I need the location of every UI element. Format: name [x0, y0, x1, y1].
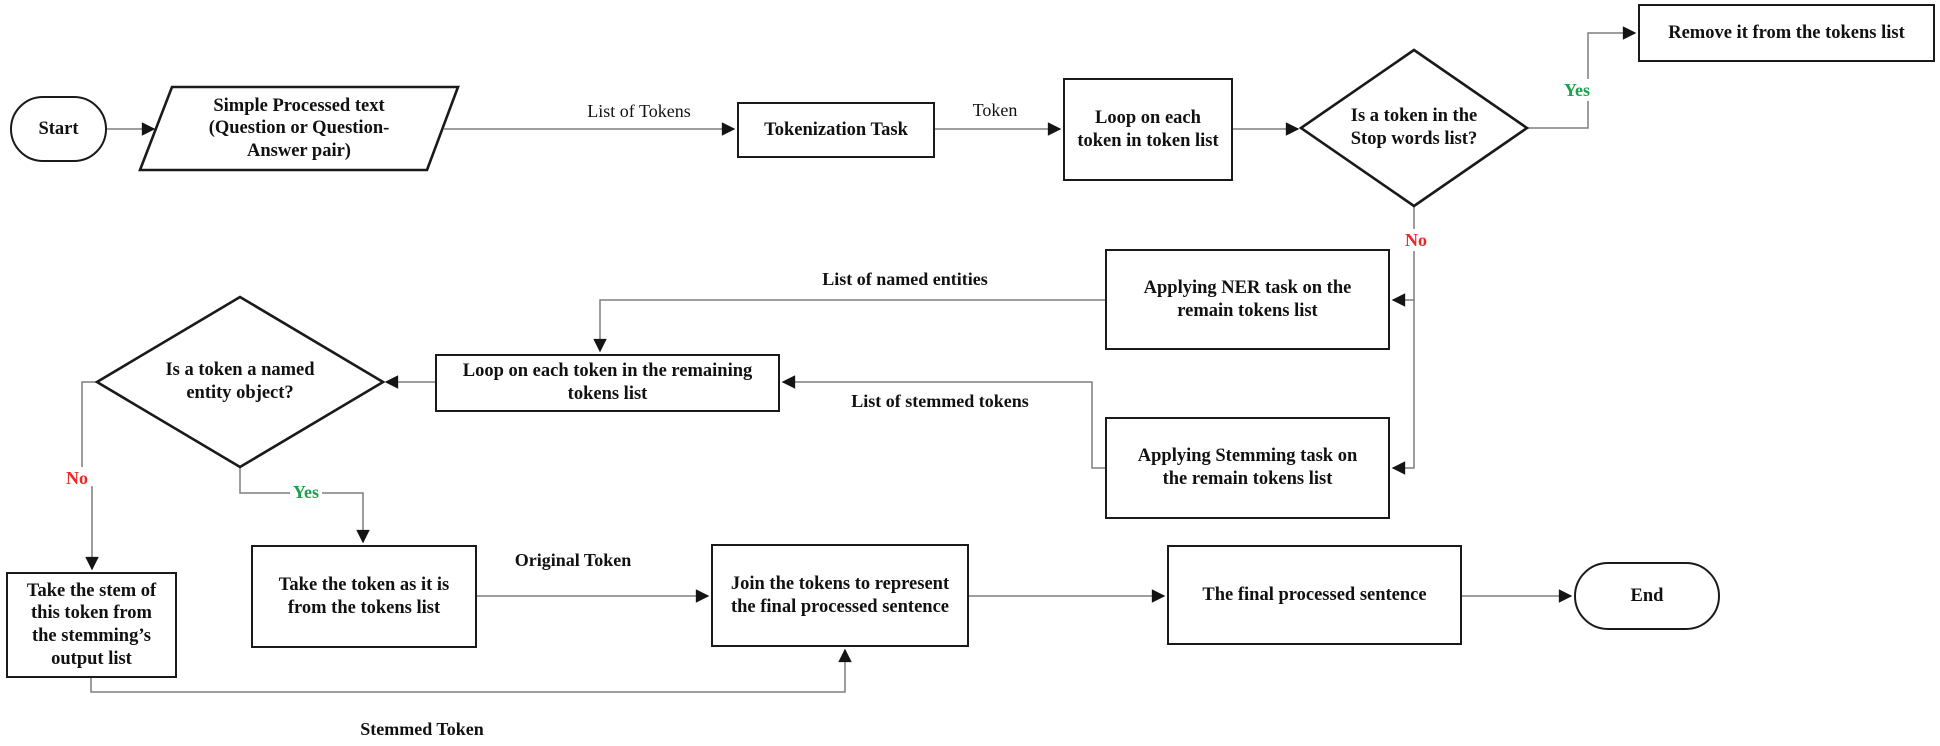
node-remove-token-label: Remove it from the tokens list	[1668, 22, 1905, 43]
node-ner-decision-text: Is a token a named entity object?	[120, 342, 360, 422]
node-ner-task-label: Applying NER task on the remain tokens l…	[1143, 277, 1352, 321]
node-take-stem-label: Take the stem of this token from the ste…	[26, 580, 157, 669]
edge-stemming-to-loop-remaining	[781, 375, 1105, 469]
node-tokenization-task-label: Tokenization Task	[764, 119, 908, 140]
node-take-token: Take the token as it is from the tokens …	[251, 545, 477, 648]
node-ner-decision-label: Is a token a named entity object?	[165, 360, 315, 403]
node-loop-tokens: Loop on each token in token list	[1063, 78, 1233, 181]
edge-label-no-top: No	[1402, 229, 1430, 251]
node-input-label: Simple Processed text (Question or Quest…	[208, 95, 390, 161]
edge-stemmed-token-to-join	[90, 648, 852, 693]
input-parallelogram-shape	[138, 85, 460, 172]
node-end: End	[1574, 562, 1720, 630]
node-join-tokens: Join the tokens to represent the final p…	[711, 544, 969, 647]
edge-label-token: Token	[972, 100, 1018, 120]
node-join-tokens-label: Join the tokens to represent the final p…	[730, 573, 950, 617]
node-final-sentence-label: The final processed sentence	[1202, 584, 1427, 605]
edge-ner-to-loop-remaining	[593, 299, 1105, 353]
node-loop-remaining-label: Loop on each token in the remaining toke…	[462, 361, 753, 404]
edge-label-list-of-named-entities: List of named entities	[822, 269, 988, 289]
edge-no-to-stemming	[1391, 300, 1415, 475]
stopwords-decision-diamond-shape	[1298, 48, 1530, 208]
edge-label-list-of-stemmed-tokens: List of stemmed tokens	[851, 391, 1029, 411]
edge-label-yes-mid: Yes	[290, 481, 322, 503]
edge-yes-to-take-token	[239, 467, 370, 544]
node-take-stem: Take the stem of this token from the ste…	[6, 572, 177, 678]
node-loop-tokens-label: Loop on each token in token list	[1077, 107, 1219, 151]
node-input-text: Simple Processed text (Question or Quest…	[150, 87, 448, 170]
node-stopwords-decision-text: Is a token in the Stop words list?	[1304, 88, 1524, 168]
edge-label-yes-top: Yes	[1561, 79, 1593, 101]
node-loop-remaining: Loop on each token in the remaining toke…	[435, 354, 780, 412]
node-end-label: End	[1630, 585, 1664, 606]
edge-label-stemmed-token: Stemmed Token	[360, 719, 484, 739]
node-stopwords-decision-label: Is a token in the Stop words list?	[1350, 106, 1478, 149]
node-stemming-task-label: Applying Stemming task on the remain tok…	[1137, 446, 1358, 489]
node-take-token-label: Take the token as it is from the tokens …	[278, 574, 450, 618]
node-tokenization-task: Tokenization Task	[737, 102, 935, 158]
edge-no-to-ner	[1391, 206, 1415, 307]
node-remove-token: Remove it from the tokens list	[1638, 4, 1935, 62]
ner-decision-diamond-shape	[94, 295, 386, 469]
node-ner-task: Applying NER task on the remain tokens l…	[1105, 249, 1390, 350]
node-stemming-task: Applying Stemming task on the remain tok…	[1105, 417, 1390, 519]
node-start: Start	[10, 96, 107, 162]
node-final-sentence: The final processed sentence	[1167, 545, 1462, 645]
edge-label-original-token: Original Token	[514, 550, 632, 570]
node-start-label: Start	[38, 118, 79, 139]
edge-label-no-left: No	[63, 467, 91, 489]
edge-label-list-of-tokens: List of Tokens	[587, 101, 691, 121]
